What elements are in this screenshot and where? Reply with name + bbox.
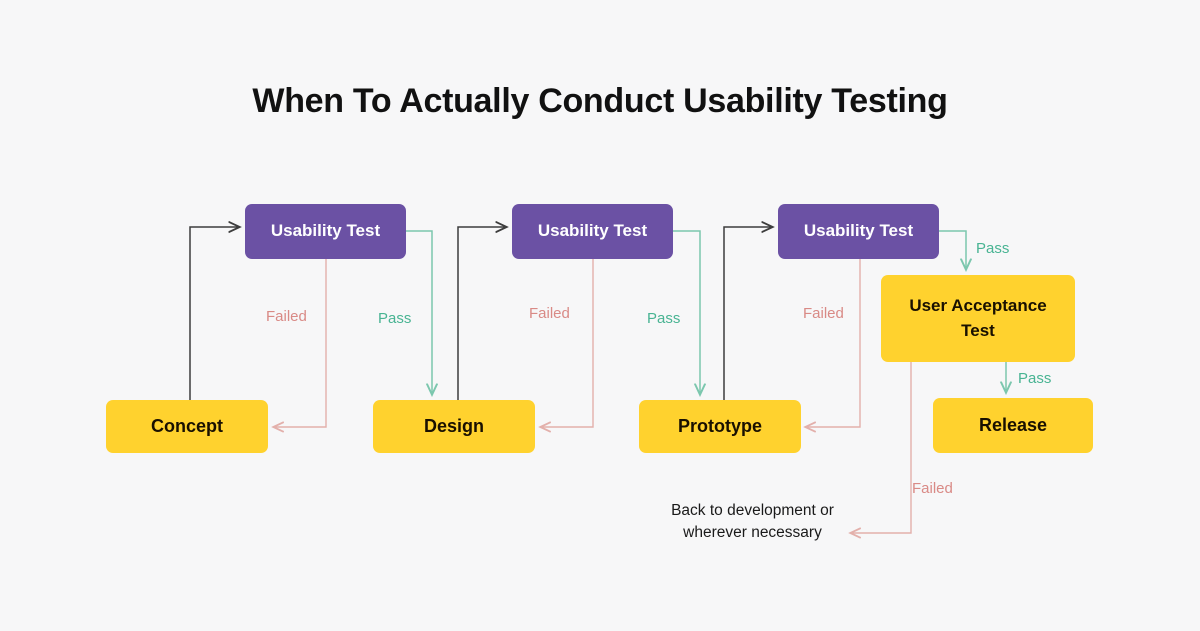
node-user-acceptance-test[interactable]: User Acceptance Test [881, 275, 1075, 362]
edge-label-failed-4: Failed [912, 480, 953, 497]
edge-label-failed-2: Failed [529, 305, 570, 322]
edge-uat-failed-to-note [851, 362, 912, 533]
note-back-to-development: Back to development or wherever necessar… [671, 502, 834, 542]
edge-prototype-to-test3 [723, 227, 772, 400]
edge-test3-pass-to-uat [939, 230, 966, 269]
node-concept[interactable]: Concept [106, 400, 268, 453]
edge-test1-pass-to-design [406, 230, 432, 394]
edge-design-to-test2 [457, 227, 506, 400]
node-label: User Acceptance Test [909, 295, 1047, 340]
node-label: Release [978, 415, 1048, 436]
node-label: Usability Test [537, 221, 648, 241]
edge-test1-failed-to-concept [274, 259, 327, 427]
node-label: Usability Test [270, 221, 381, 241]
edge-label-pass-2: Pass [647, 310, 681, 327]
node-prototype[interactable]: Prototype [639, 400, 801, 453]
node-design[interactable]: Design [373, 400, 535, 453]
edge-test3-failed-to-prototype [806, 259, 861, 427]
edge-label-pass-3: Pass [976, 240, 1010, 257]
edge-label-pass-1: Pass [378, 310, 412, 327]
edge-test2-pass-to-prototype [673, 230, 700, 394]
edge-test2-failed-to-design [541, 259, 594, 427]
node-label: Design [423, 416, 484, 437]
edge-label-failed-3: Failed [803, 305, 844, 322]
node-label: Prototype [677, 416, 762, 437]
node-release[interactable]: Release [933, 398, 1093, 453]
edge-label-failed-1: Failed [266, 308, 307, 325]
node-label: Concept [151, 416, 223, 437]
edge-label-pass-4: Pass [1018, 370, 1052, 387]
node-usability-test-2[interactable]: Usability Test [512, 204, 673, 259]
node-usability-test-3[interactable]: Usability Test [778, 204, 939, 259]
node-usability-test-1[interactable]: Usability Test [245, 204, 406, 259]
node-label: Usability Test [803, 221, 914, 241]
page-title: When To Actually Conduct Usability Testi… [252, 82, 948, 120]
edge-concept-to-test1 [189, 227, 239, 400]
